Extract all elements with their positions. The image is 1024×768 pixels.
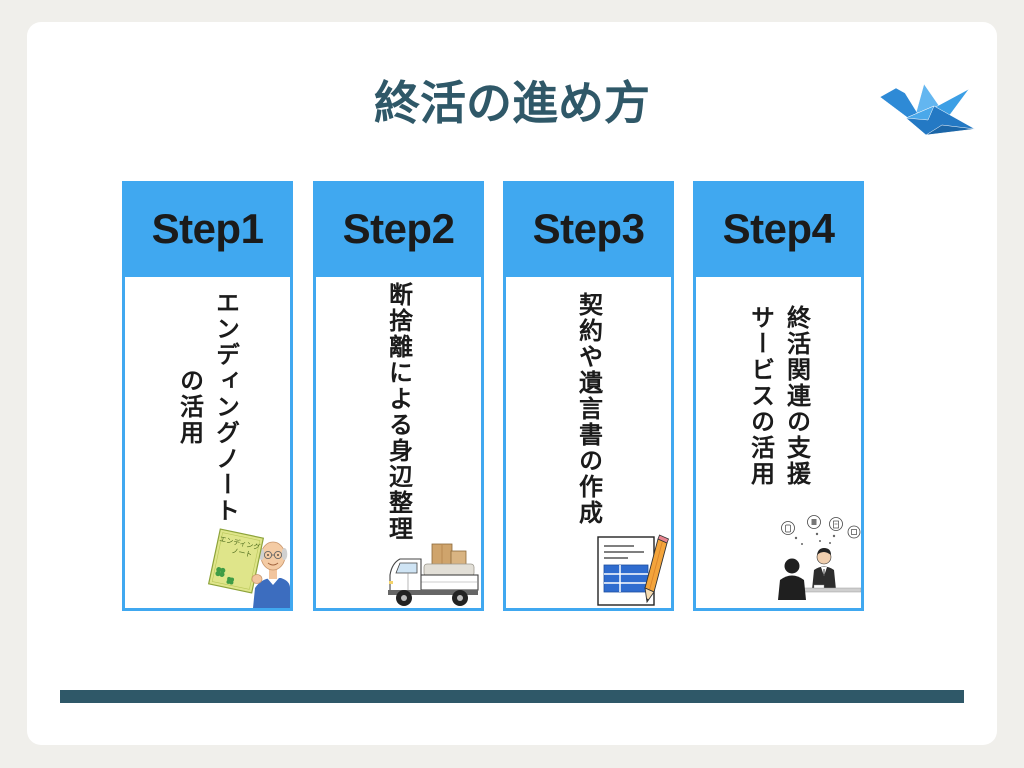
step-header: Step4 <box>693 181 864 277</box>
step-description: 断捨離による身辺整理 <box>381 282 417 542</box>
footer-bar <box>60 690 964 703</box>
step-description-line: の活用 <box>175 368 204 446</box>
step-header: Step3 <box>503 181 674 277</box>
step-description: 終活関連の支援 サービスの活用 <box>743 305 815 487</box>
step-description: 契約や遺言書の作成 <box>571 292 607 526</box>
step-card-3: Step3 契約や遺言書の作成 <box>503 181 674 611</box>
step-description-line: 断捨離による身辺整理 <box>384 282 413 542</box>
client-person <box>778 558 806 600</box>
crane-shape <box>879 83 976 136</box>
step-description-line: エンディングノート <box>211 290 240 524</box>
moving-truck-icon <box>388 543 479 606</box>
consultation-icon <box>778 515 861 600</box>
step-description: エンディングノート の活用 <box>172 290 244 524</box>
thought-bubbles <box>781 515 861 545</box>
page-title: 終活の進め方 <box>374 76 650 130</box>
document-pencil-icon <box>597 534 670 606</box>
hand <box>251 574 263 584</box>
elderly-man-body <box>253 541 290 608</box>
step-label: Step1 <box>151 205 264 252</box>
truck <box>388 558 479 606</box>
step-header: Step1 <box>122 181 293 277</box>
ending-note-book: エンディング ノート <box>207 528 265 594</box>
ending-note-icon: エンディング ノート <box>207 528 290 608</box>
step-header: Step2 <box>313 181 484 277</box>
document <box>597 536 655 606</box>
step-card-2: Step2 断捨離による身辺整理 <box>313 181 484 611</box>
cargo <box>423 543 475 577</box>
advisor-person <box>812 548 836 590</box>
paper-crane-icon <box>879 83 976 136</box>
step-description-line: 終活関連の支援 <box>782 305 811 487</box>
step-card-4: Step4 終活関連の支援 サービスの活用 <box>693 181 864 611</box>
step-label: Step2 <box>342 205 455 252</box>
step-card-1: Step1 エンディングノート の活用 エンディング ノート <box>122 181 293 611</box>
pencil <box>644 534 670 604</box>
step-description-line: サービスの活用 <box>746 305 775 487</box>
step-label: Step4 <box>722 205 835 252</box>
step-description-line: 契約や遺言書の作成 <box>574 292 603 526</box>
step-label: Step3 <box>532 205 645 252</box>
clover-decoration <box>215 567 235 585</box>
